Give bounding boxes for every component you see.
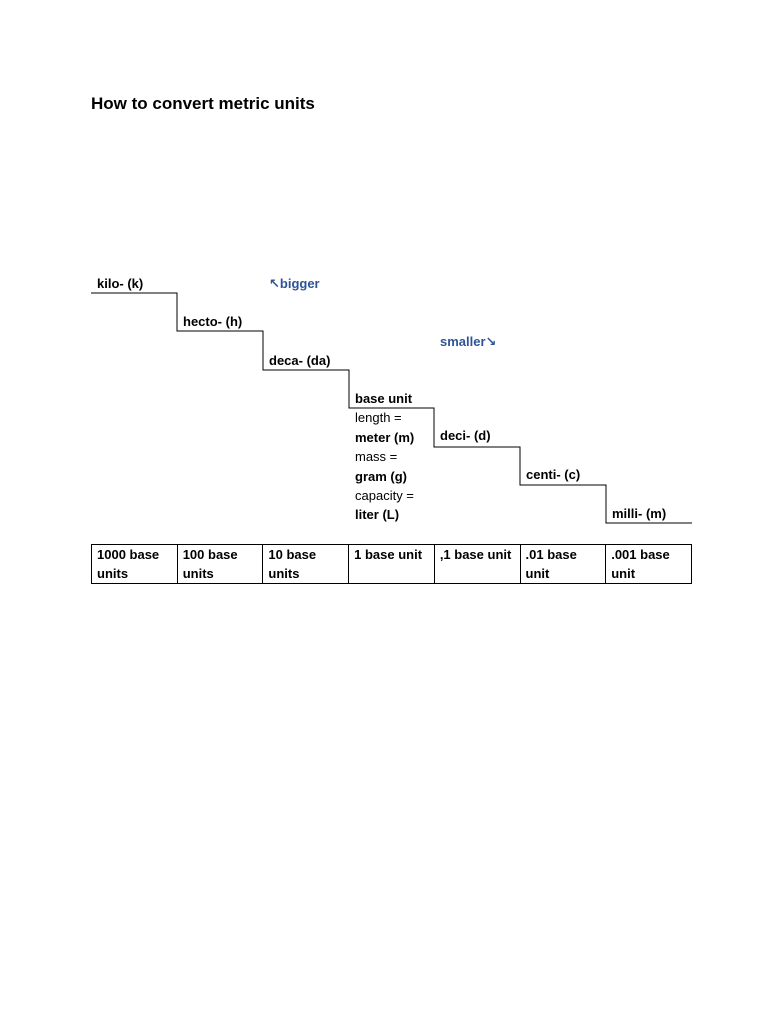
base-unit-block: base unit length = meter (m) mass = gram… (355, 389, 414, 525)
units-table-row: 1000 base units 100 base units 10 base u… (91, 544, 692, 584)
smaller-direction-label: smaller↘ (440, 334, 497, 349)
step-deca-label: deca- (da) (269, 353, 331, 368)
units-cell-centi: .01 base unit (519, 544, 607, 584)
units-cell-deca: 10 base units (262, 544, 350, 584)
base-mass-unit: gram (g) (355, 468, 407, 484)
bigger-direction-label: ↖bigger (269, 276, 320, 291)
step-base-unit-label: base unit (355, 391, 413, 406)
step-deci-label: deci- (d) (440, 428, 491, 443)
step-hecto-label: hecto- (h) (183, 314, 243, 329)
units-cell-milli: .001 base unit (605, 544, 692, 584)
base-capacity-label: capacity = (355, 488, 414, 504)
base-mass-label: mass = (355, 449, 398, 465)
base-length-unit: meter (m) (355, 429, 415, 445)
step-milli-label: milli- (m) (612, 506, 667, 521)
step-centi-label: centi- (c) (526, 467, 581, 482)
units-cell-deci: ,1 base unit (433, 544, 521, 584)
units-cell-base: 1 base unit (348, 544, 435, 584)
step-kilo-label: kilo- (k) (97, 276, 144, 291)
page-title: How to convert metric units (91, 94, 315, 113)
base-length-label: length = (355, 410, 402, 426)
base-capacity-unit: liter (L) (355, 507, 400, 523)
units-cell-kilo: 1000 base units (91, 544, 178, 584)
staircase-step-line (91, 292, 692, 524)
units-cell-hecto: 100 base units (176, 544, 264, 584)
units-table: 1000 base units 100 base units 10 base u… (91, 544, 692, 584)
